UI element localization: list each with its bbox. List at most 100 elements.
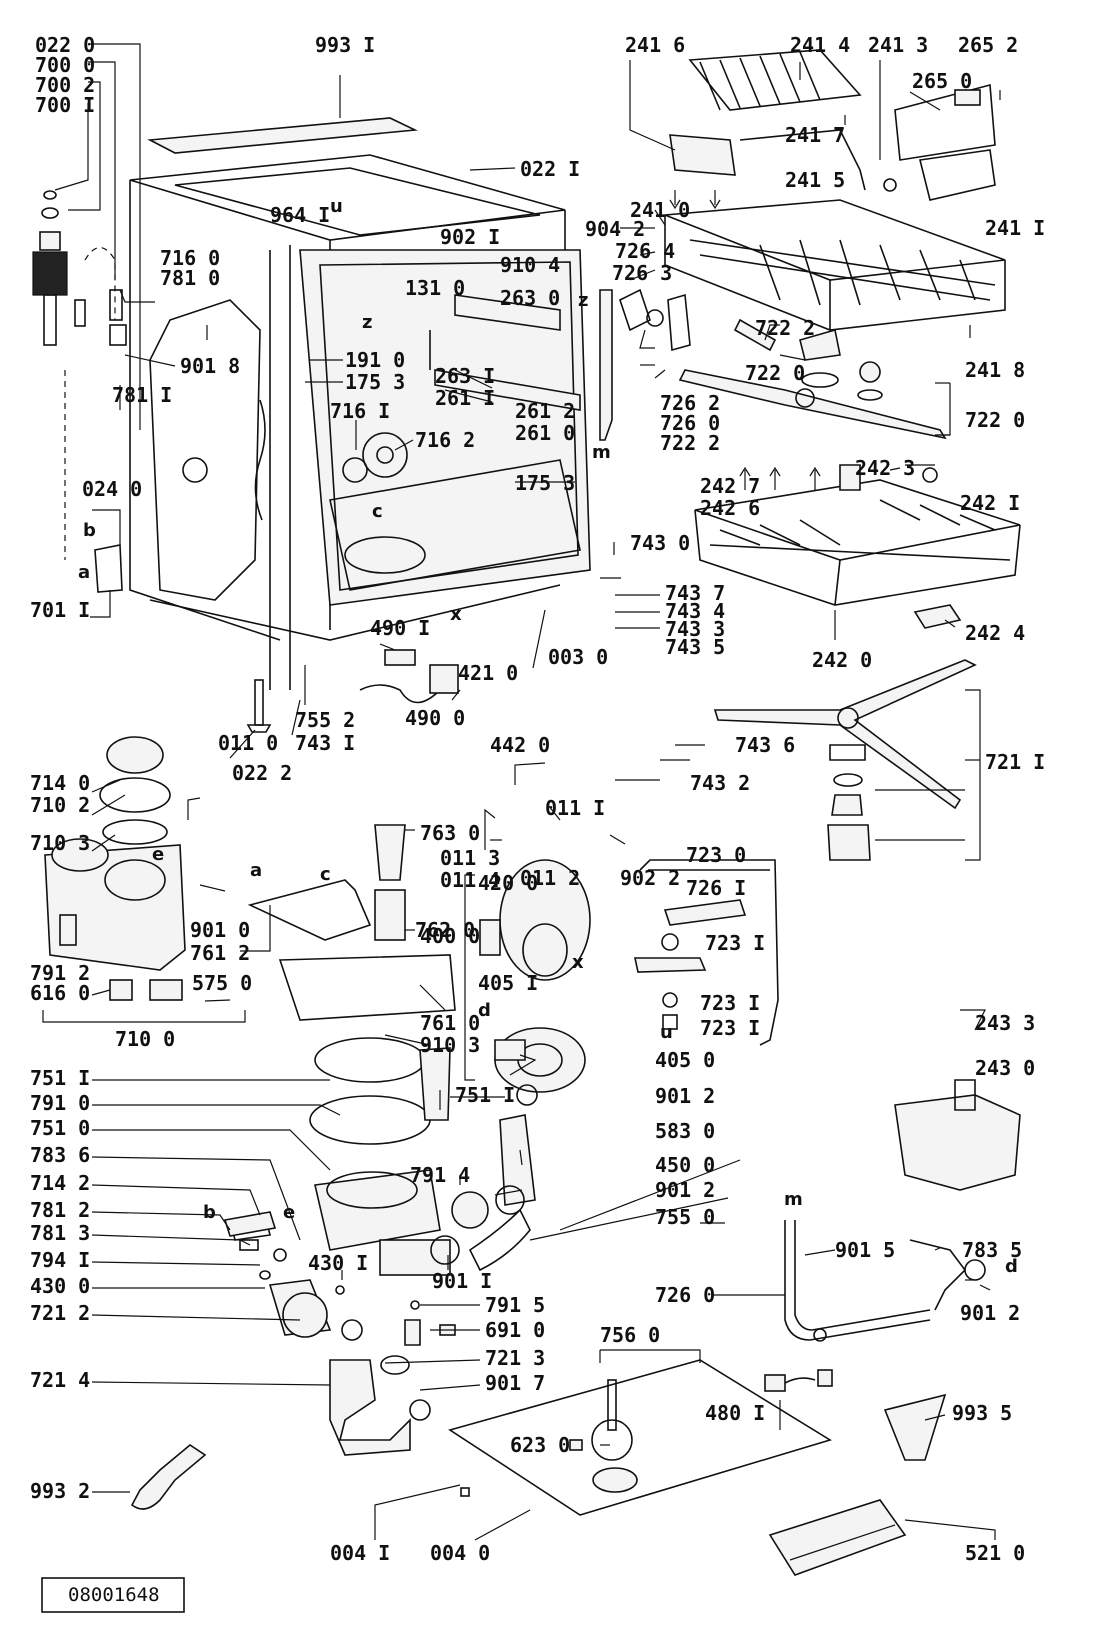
callout-label: 723 I (700, 1016, 760, 1040)
inner-tub (299, 249, 591, 606)
lower-spray-arm (713, 659, 977, 861)
callout-label: 242 3 (855, 456, 915, 480)
marker-letter: a (250, 860, 262, 881)
water-softener-unit (44, 736, 186, 1001)
callout-label: 480 I (705, 1401, 765, 1425)
callout-label: 241 5 (785, 168, 845, 192)
power-cord (359, 684, 441, 704)
insulation-panel (149, 299, 261, 601)
callout-label: 241 8 (965, 358, 1025, 382)
callout-label: 904 2 (585, 217, 645, 241)
rack-clips (669, 134, 736, 176)
callout-label: 762 0 (415, 918, 475, 942)
marker-letter: z (578, 290, 588, 311)
tub-rail-upper (454, 294, 561, 331)
marker-letter: c (320, 864, 331, 885)
callout-label: 242 4 (965, 621, 1025, 645)
callout-label: 743 6 (735, 733, 795, 757)
softener-group-bracket (42, 1010, 246, 1023)
callout-label: 781 I (112, 383, 172, 407)
funnel (883, 1393, 947, 1461)
callout-label: 721 2 (30, 1301, 90, 1325)
callout-label: 781 2 (30, 1198, 90, 1222)
callout-label: 011 4 (440, 868, 500, 892)
callout-label: 575 0 (192, 971, 252, 995)
callout-label: 241 6 (625, 33, 685, 57)
circulation-pipe (639, 859, 779, 1046)
callout-label: 022 I (520, 157, 580, 181)
callout-label: 722 2 (755, 316, 815, 340)
marker-letter: m (592, 442, 611, 463)
callout-label: 723 I (705, 931, 765, 955)
callout-label: 901 0 (190, 918, 250, 942)
callout-label: 242 I (960, 491, 1020, 515)
callout-label: 763 0 (420, 821, 480, 845)
callout-label: 490 I (370, 616, 430, 640)
callout-label: 755 2 (295, 708, 355, 732)
drain-hose-right (784, 1220, 931, 1341)
callout-label: 761 2 (190, 941, 250, 965)
spray-water-tube (599, 289, 613, 441)
callout-label: 743 7 (665, 581, 725, 605)
callout-label: 791 4 (410, 1163, 470, 1187)
callout-label: 751 0 (30, 1116, 90, 1140)
callout-label: 964 I (270, 203, 330, 227)
callout-label: 242 0 (812, 648, 872, 672)
leader-lines (54, 43, 1001, 1541)
callout-label: 243 3 (975, 1011, 1035, 1035)
callout-label: 003 0 (548, 645, 608, 669)
callout-label: 993 5 (952, 1401, 1012, 1425)
callout-label: 242 7 (700, 474, 760, 498)
callout-label: 241 7 (785, 123, 845, 147)
inlet-valve-assembly (32, 190, 127, 560)
gasket-small (410, 1300, 420, 1310)
callout-label: 901 8 (180, 354, 240, 378)
callout-label: 011 2 (520, 866, 580, 890)
callout-label: 726 2 (660, 391, 720, 415)
callout-label: 791 0 (30, 1091, 90, 1115)
marker-letter: d (1005, 1256, 1018, 1277)
callout-label: 022 0 (35, 33, 95, 57)
callout-label: 743 3 (665, 617, 725, 641)
callout-label: 910 4 (500, 253, 560, 277)
callout-label: 993 I (315, 33, 375, 57)
callout-labels: 022 0 700 0 700 2 700 I 993 I 022 I 964 … (30, 33, 1045, 1565)
callout-label: 993 2 (30, 1479, 90, 1503)
callout-label: 755 0 (655, 1205, 715, 1229)
drain-pump (282, 1292, 328, 1338)
marker-letter: d (478, 1000, 491, 1021)
heater-coil (254, 399, 266, 521)
callout-label: 430 0 (30, 1274, 90, 1298)
callout-label: 700 0 (35, 53, 95, 77)
callout-label: 723 0 (686, 843, 746, 867)
callout-label: 011 3 (440, 846, 500, 870)
top-plate (147, 117, 418, 154)
callout-label: 901 2 (655, 1084, 715, 1108)
callout-label: 781 3 (30, 1221, 90, 1245)
callout-label: 700 2 (35, 73, 95, 97)
marker-letter: b (83, 520, 96, 541)
callout-label: 761 0 (420, 1011, 480, 1035)
callout-label: 710 0 (115, 1027, 175, 1051)
callout-label: 783 5 (962, 1238, 1022, 1262)
marker-letters: u z z c x m b a e a c x d u b e m d (78, 196, 1018, 1277)
upper-basket (664, 199, 1006, 331)
callout-label: 263 0 (500, 286, 560, 310)
wash-pump-motor (479, 859, 591, 1093)
callout-label: 400 0 (420, 924, 480, 948)
callout-label: 175 3 (345, 370, 405, 394)
callout-label: 721 4 (30, 1368, 90, 1392)
callout-label: 743 5 (665, 635, 725, 659)
marker-letter: u (660, 1022, 673, 1043)
upper-spray-arm (678, 318, 947, 440)
document-id-box (41, 1577, 185, 1613)
filter-assembly (247, 824, 456, 1276)
callout-label: 902 2 (620, 866, 680, 890)
tub-rail-lower (434, 369, 581, 411)
callout-label: 241 3 (868, 33, 928, 57)
marker-letter: x (450, 604, 462, 625)
marker-letter: u (330, 196, 343, 217)
callout-label: 024 0 (82, 477, 142, 501)
cutlery-rack-top (688, 49, 862, 111)
